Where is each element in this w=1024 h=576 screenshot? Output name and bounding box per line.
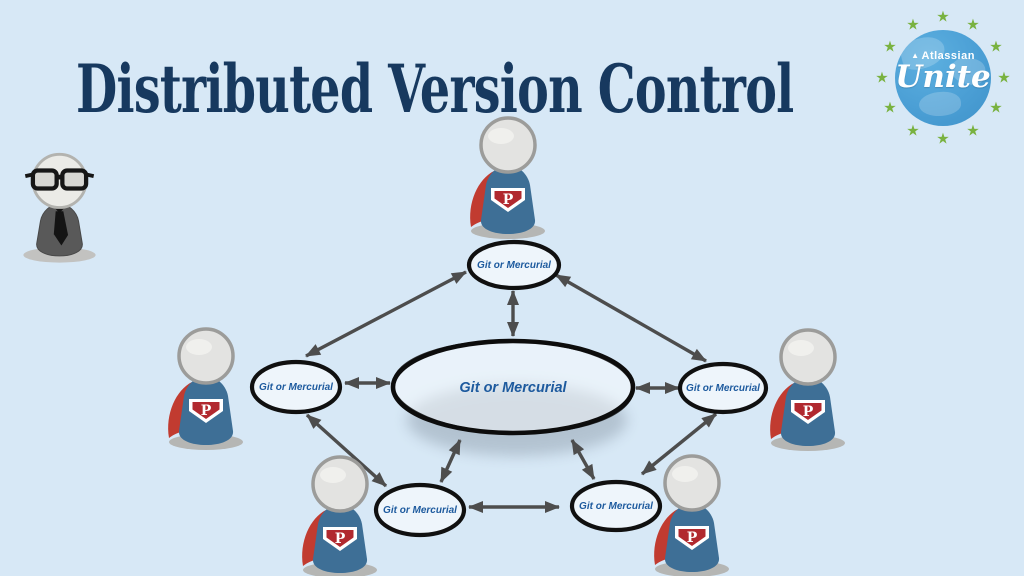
globe-icon: ▲Atlassian Unite [895,30,991,126]
hub-shadow [407,384,627,456]
repo-node-hub: Git or Mercurial [390,338,636,436]
tie [53,211,69,246]
slide-title: Distributed Version Control [76,50,794,128]
repo-node-bottom-left: Git or Mercurial [373,482,467,538]
atlassian-unite-logo: ★ ★ ★ ★ ★ ★ ★ ★ ★ ★ ★ ★ ▲Atlassian Unite [875,6,1011,150]
atlassian-brand-text: ▲Atlassian [895,50,991,62]
star-icon: ★ [906,16,920,34]
svg-text:P: P [687,530,698,546]
star-icon: ★ [875,69,889,87]
sync-arrows [305,270,718,513]
star-icon: ★ [883,99,897,117]
developer-figure-top: P [468,116,547,241]
manager-figure [23,152,96,263]
hub-label: Git or Mercurial [459,380,567,396]
svg-text:P: P [803,404,814,420]
node-label: Git or Mercurial [259,382,333,393]
arrow-hub-bottomright [570,439,596,480]
developer-figure-left: P [166,327,245,452]
star-icon: ★ [966,16,980,34]
star-icon: ★ [906,122,920,140]
brand-label: Atlassian [921,50,975,62]
unite-product-text: Unite [895,59,991,95]
atlassian-mark-icon: ▲ [911,51,920,60]
repo-node-bottom-right: Git or Mercurial [569,479,663,533]
repo-node-top: Git or Mercurial [466,239,562,291]
node-label: Git or Mercurial [383,505,457,516]
star-icon: ★ [936,130,950,148]
svg-text:P: P [335,531,346,547]
node-label: Git or Mercurial [477,260,551,271]
repo-node-right: Git or Mercurial [677,361,769,415]
star-icon: ★ [989,99,1003,117]
developer-figure-bottom-right: P [652,454,731,576]
star-icon: ★ [997,69,1011,87]
star-icon: ★ [966,122,980,140]
developer-figure-bottom-left: P [300,455,379,576]
repo-node-left: Git or Mercurial [249,359,343,415]
node-label: Git or Mercurial [579,501,653,512]
glasses-icon [24,168,95,191]
arrow-bottomright-right [640,412,718,476]
node-label: Git or Mercurial [686,383,760,394]
arrow-left-bottomleft [305,413,388,488]
star-icon: ★ [989,38,1003,56]
star-icon: ★ [936,8,950,26]
star-icon: ★ [883,38,897,56]
developer-figure-right: P [768,328,847,453]
arrow-left-top [305,270,467,358]
svg-text:P: P [503,192,514,208]
svg-text:P: P [201,403,212,419]
arrow-top-right [555,273,707,363]
arrow-hub-bottomleft [439,439,462,483]
